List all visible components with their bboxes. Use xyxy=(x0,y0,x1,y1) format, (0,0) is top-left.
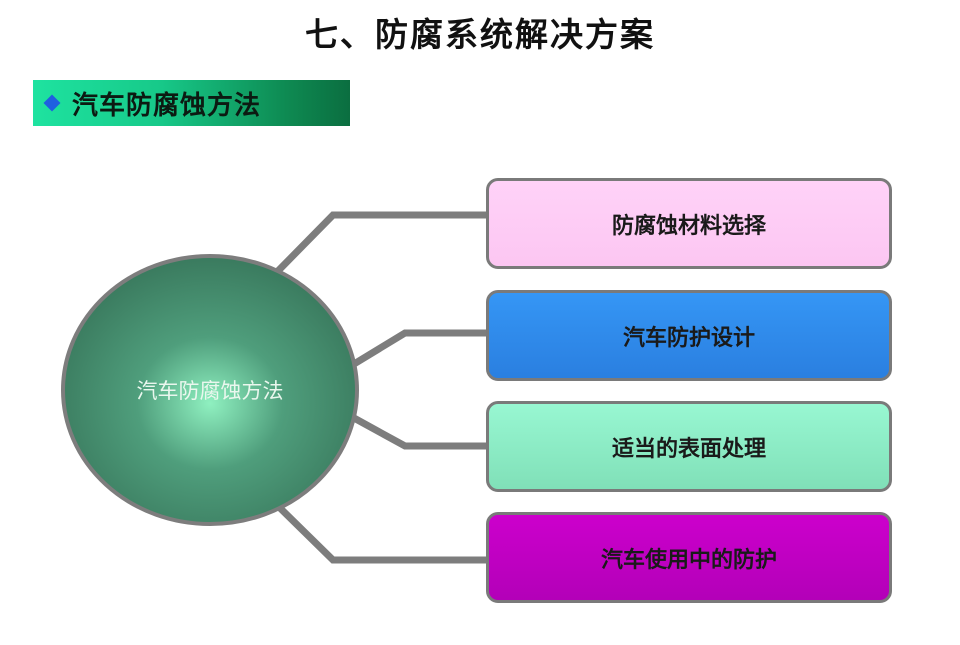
page-title: 七、防腐系统解决方案 xyxy=(305,15,655,54)
connector-line-2 xyxy=(352,329,488,367)
section-header: 汽车防腐蚀方法 xyxy=(33,80,350,126)
connector-line-1 xyxy=(274,211,488,275)
hub-label: 汽车防腐蚀方法 xyxy=(136,379,284,403)
branch-box-protective-design: 汽车防护设计 xyxy=(486,290,892,381)
branch-label: 防腐蚀材料选择 xyxy=(611,212,766,239)
hub-circle xyxy=(61,254,359,526)
connector-line-3 xyxy=(352,414,488,450)
branch-box-in-use-protection: 汽车使用中的防护 xyxy=(486,512,892,603)
branch-label: 汽车防护设计 xyxy=(622,324,755,351)
section-header-label: 汽车防腐蚀方法 xyxy=(72,90,262,121)
branch-box-surface-treatment: 适当的表面处理 xyxy=(486,401,892,492)
branch-label: 汽车使用中的防护 xyxy=(600,546,777,573)
branch-box-material-selection: 防腐蚀材料选择 xyxy=(486,178,892,269)
branch-label: 适当的表面处理 xyxy=(611,435,766,462)
connector-line-4 xyxy=(277,505,488,564)
